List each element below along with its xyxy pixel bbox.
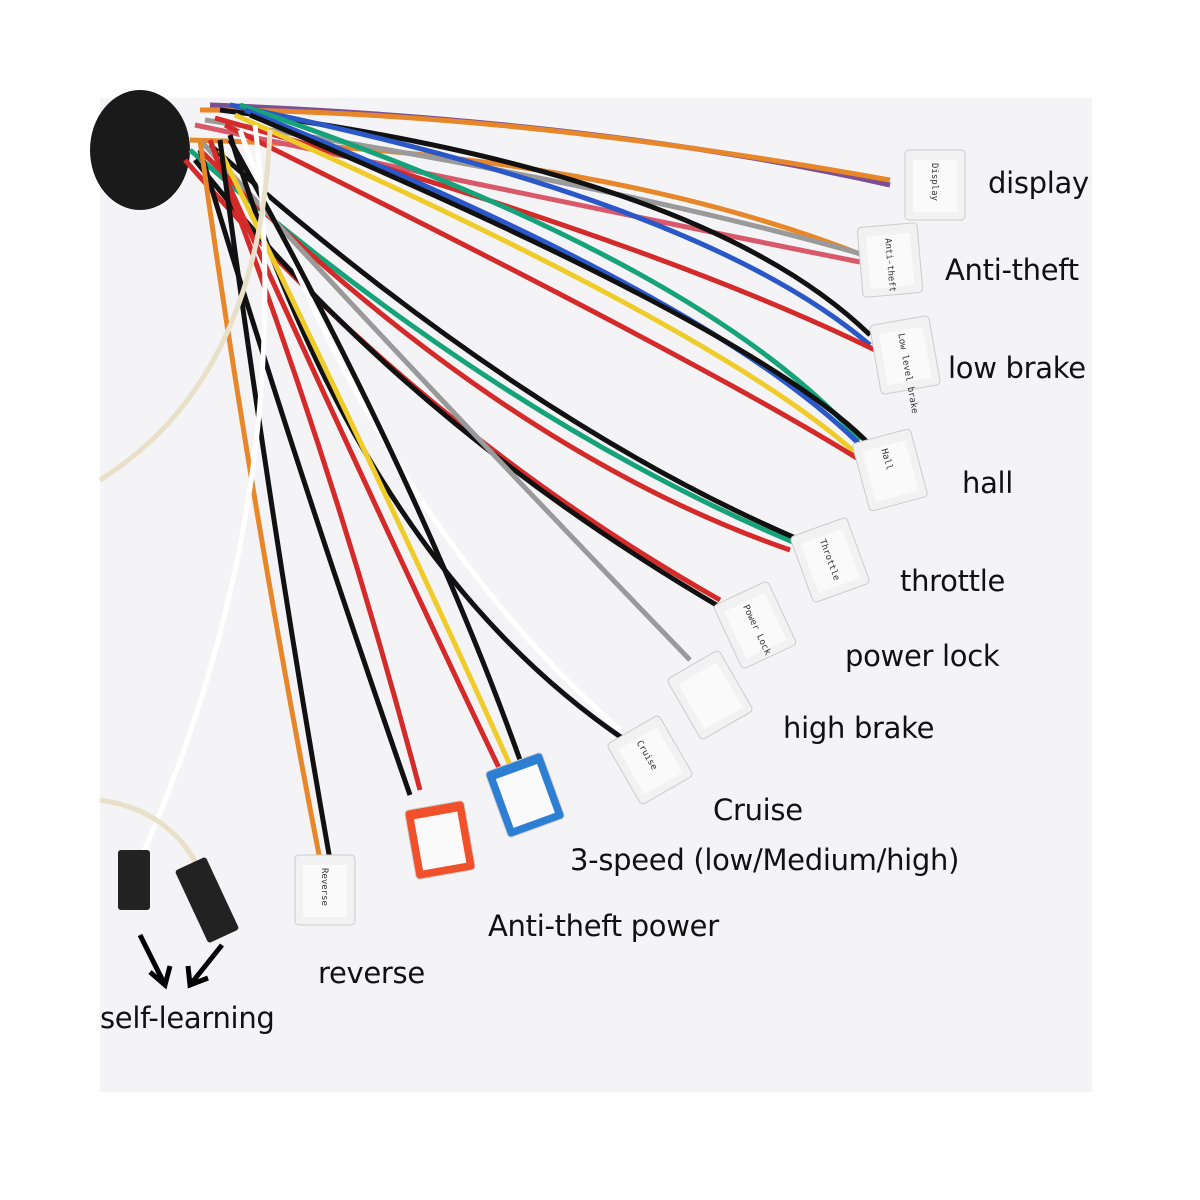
connector-hall: Hall	[852, 428, 928, 512]
wire-hall	[239, 102, 862, 442]
wire-reverse	[197, 139, 323, 861]
label-display: display	[988, 166, 1089, 200]
wire-hall	[223, 122, 862, 463]
label-reverse: reverse	[318, 956, 425, 990]
wire-reverse	[217, 139, 333, 861]
wire-3-speed	[227, 138, 523, 761]
connector-anti-theft: Anti-theft	[856, 222, 924, 298]
label-hall: hall	[962, 466, 1014, 500]
wire-self-learning	[98, 129, 273, 483]
label-3-speed: 3-speed (low/Medium/high)	[570, 843, 960, 877]
label-high-brake: high brake	[783, 711, 935, 745]
wire-hall	[249, 112, 872, 447]
label-anti-theft: Anti-theft	[945, 253, 1079, 287]
connector-display: Display	[904, 149, 966, 221]
sticker-anti-theft: Anti-theft	[882, 238, 897, 293]
connector-power-lock: Power Lock	[713, 581, 797, 669]
wire-self-learning	[99, 797, 203, 872]
connector-3-speed	[485, 752, 565, 838]
connector-low-brake: Low level brake	[869, 315, 941, 414]
sticker-reverse: Reverse	[319, 868, 329, 906]
wire-throttle	[208, 143, 801, 543]
wire-hall	[244, 107, 867, 452]
sticker-display: Display	[929, 163, 939, 202]
label-power-lock: power lock	[845, 639, 1000, 673]
wire-self-learning	[137, 124, 268, 862]
connector-throttle: Throttle	[790, 517, 870, 603]
connector-reverse: Reverse	[294, 854, 356, 926]
label-anti-theft-power: Anti-theft power	[488, 909, 719, 943]
label-cruise: Cruise	[713, 793, 803, 827]
label-low-brake: low brake	[948, 351, 1086, 385]
wire-power-lock	[193, 158, 727, 613]
connector-cruise: Cruise	[607, 715, 693, 805]
self-learning-connector-b	[175, 857, 239, 943]
connector-high-brake	[667, 650, 753, 740]
wire-low-brake	[229, 102, 872, 347]
label-self-learning: self-learning	[100, 1001, 275, 1035]
connector-anti-theft-power	[404, 800, 476, 880]
wire-3-speed	[217, 148, 513, 767]
controller-grommet	[90, 90, 190, 210]
label-throttle: throttle	[900, 564, 1006, 598]
wire-hall	[233, 112, 860, 457]
arrow-icon	[137, 933, 224, 990]
self-learning-connector-a	[118, 850, 150, 910]
wire-anti-theft-power	[207, 139, 423, 791]
wire-anti-theft-power	[197, 149, 413, 796]
wire-display	[199, 107, 891, 183]
